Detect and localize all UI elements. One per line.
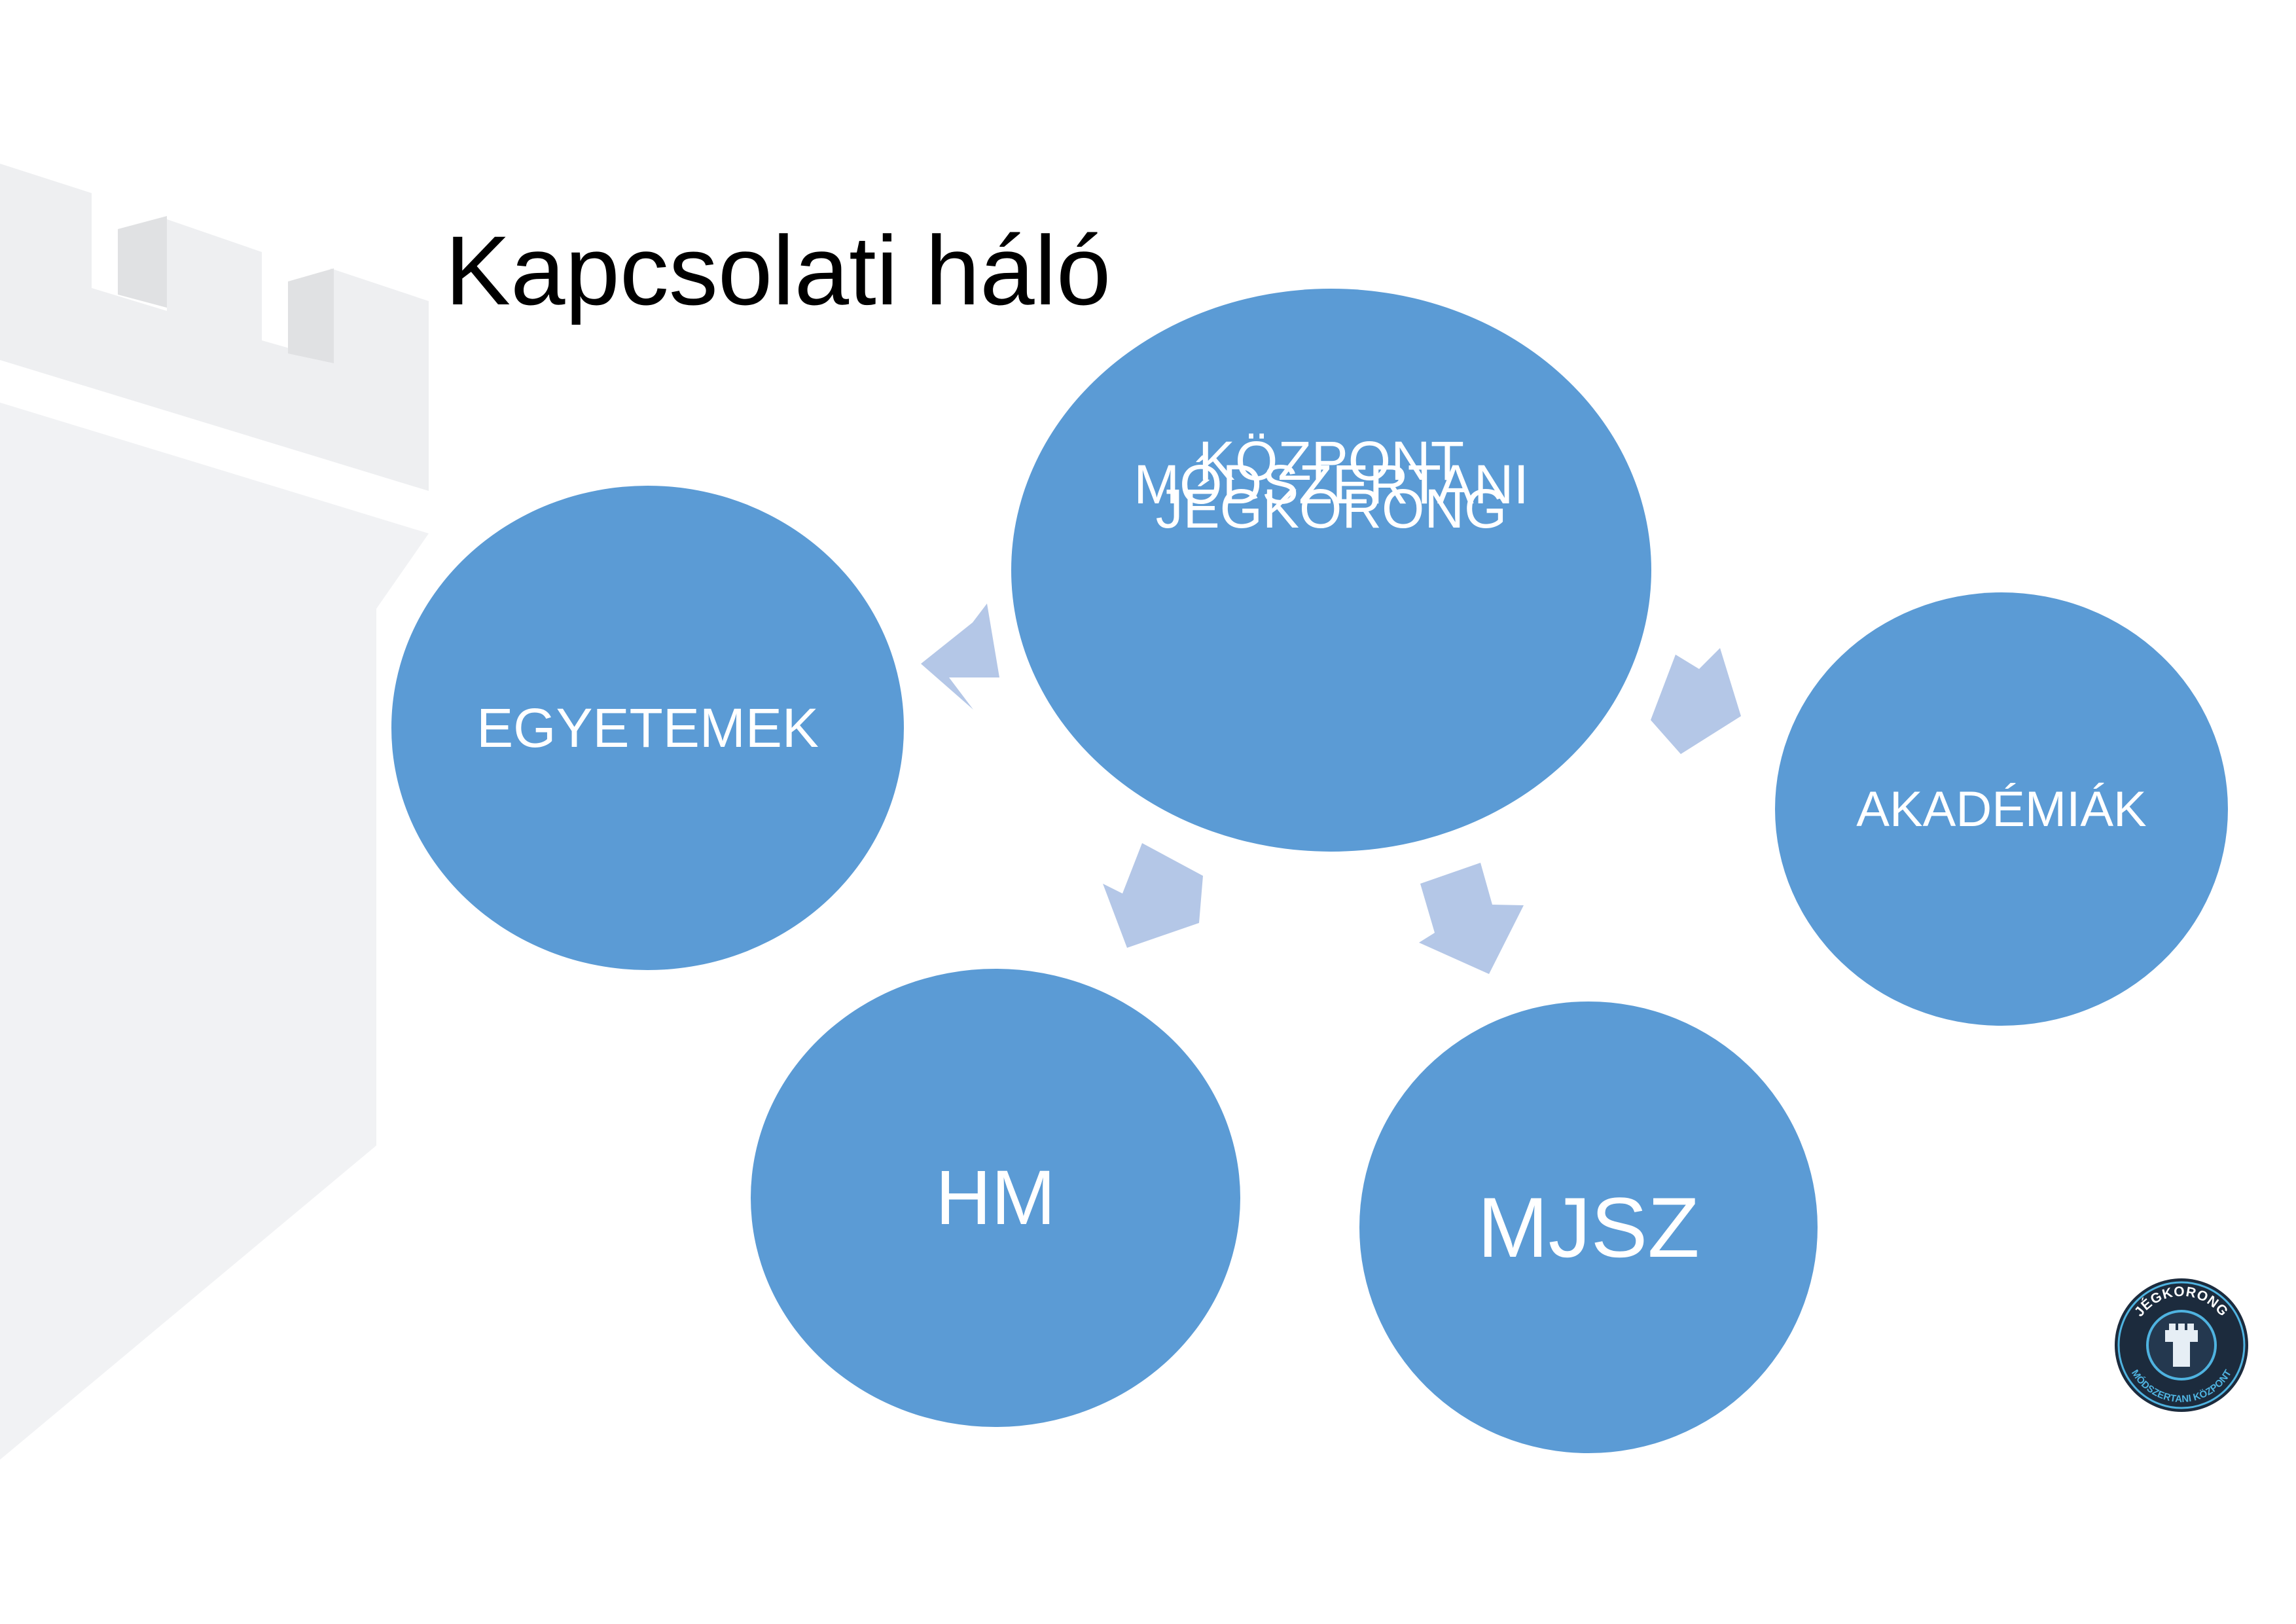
node-egyetemek: EGYETEMEK xyxy=(391,486,904,970)
node-jegkorong-modszertani-kozpont: JÉGKORONG MÓDSZERTANI KÖZPONT xyxy=(1011,289,1651,852)
node-hm-label: HM xyxy=(935,1155,1056,1241)
node-akademiak-label: AKADÉMIÁK xyxy=(1856,781,2147,837)
arrow-to-mjsz xyxy=(1419,863,1524,974)
node-center-line-3: KÖZPONT xyxy=(1198,429,1464,492)
arrow-to-egyetemek xyxy=(921,604,999,710)
node-mjsz-label: MJSZ xyxy=(1477,1180,1700,1275)
arrow-to-akademiak xyxy=(1651,648,1741,754)
arrow-to-hm xyxy=(1103,843,1203,948)
castle-tower-background xyxy=(0,164,429,1460)
node-center-line-1: JÉGKORONG xyxy=(1155,478,1507,539)
jegkorong-logo: JÉGKORONG MÓDSZERTANI KÖZPONT xyxy=(2115,1278,2248,1412)
page-title: Kapcsolati háló xyxy=(445,215,1111,325)
node-hm: HM xyxy=(751,969,1240,1427)
node-egyetemek-label: EGYETEMEK xyxy=(476,696,819,759)
node-center-line-2: MÓDSZERTANI xyxy=(1134,454,1529,516)
node-akademiak: AKADÉMIÁK xyxy=(1775,592,2228,1026)
node-mjsz: MJSZ xyxy=(1359,1001,1818,1453)
